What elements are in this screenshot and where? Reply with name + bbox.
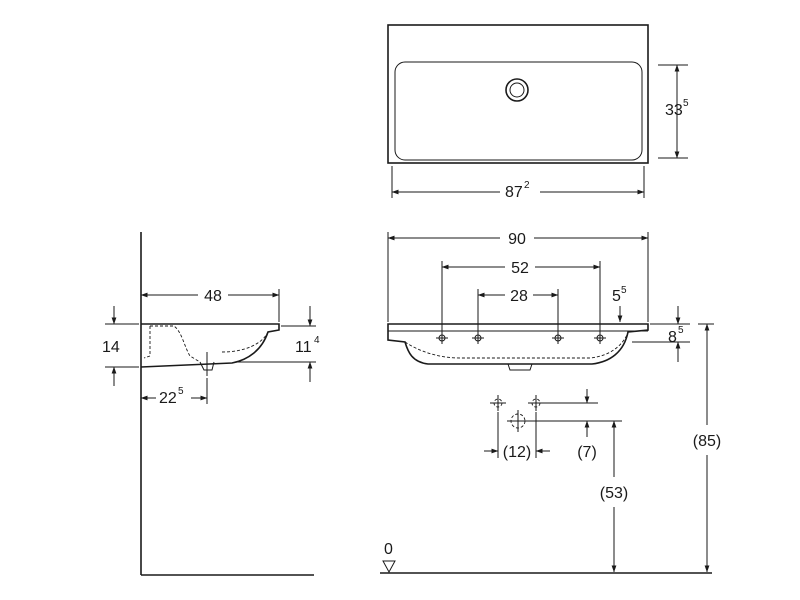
- side-bowl-depth-sup: 4: [314, 335, 320, 346]
- side-drain-offset-dimension: 22 5: [140, 378, 208, 407]
- side-drain: [199, 361, 215, 371]
- front-drain: [507, 363, 533, 371]
- basin-side-front-contour: [221, 331, 269, 353]
- front-edge-to-hole-dimension: 5 5: [612, 285, 627, 323]
- basin-top-outline: [387, 24, 649, 164]
- front-hole-spacing-inner-dimension: 28: [477, 288, 559, 332]
- top-width-dimension: 87 2: [391, 166, 645, 201]
- side-drain-offset-label: 22: [159, 390, 177, 407]
- front-hole-spacing-outer-label: 52: [511, 260, 529, 277]
- basin-side-inner-contour: [150, 325, 201, 363]
- side-total-depth-label: 14: [102, 339, 120, 356]
- top-depth-dimension: 33 5: [658, 64, 689, 159]
- front-edge-to-hole-label: 5: [612, 288, 621, 305]
- front-rim-height-label: 8: [668, 329, 677, 346]
- tap-hole-1: [436, 332, 448, 344]
- side-bowl-depth-label: 11: [295, 339, 312, 356]
- front-waste-spacing-label: (12): [503, 444, 531, 461]
- floor-level-label: 0: [384, 541, 393, 558]
- basin-inner-contour: [404, 332, 629, 359]
- side-projection-label: 48: [204, 288, 222, 305]
- top-depth-label: 33: [665, 102, 683, 119]
- basin-side-back-contour: [143, 326, 151, 359]
- top-width-sup: 2: [524, 180, 530, 191]
- side-view: 48 14 11 4 22 5: [102, 232, 320, 576]
- waste-hole-left: [490, 395, 506, 411]
- side-projection-dimension: 48: [140, 288, 280, 322]
- side-bowl-depth-dimension: 11 4: [238, 306, 320, 382]
- front-hole-spacing-outer-dimension: 52: [441, 260, 601, 332]
- front-waste-offset-label: (7): [577, 444, 597, 461]
- front-rim-height-dimension: 8 5: [632, 306, 690, 362]
- front-total-height-label: (85): [693, 433, 721, 450]
- front-waste-spacing-dimension: (12): [484, 412, 550, 461]
- side-drain-offset-sup: 5: [178, 386, 184, 397]
- side-total-depth-dimension: 14: [102, 306, 139, 386]
- basin-bowl-outline: [394, 61, 643, 161]
- front-waste-height-dimension: (53): [600, 420, 628, 573]
- front-overall-width-dimension: 90: [387, 231, 649, 322]
- top-depth-sup: 5: [683, 98, 689, 109]
- front-waste-offset-dimension: (7): [577, 389, 597, 461]
- front-hole-spacing-inner-label: 28: [510, 288, 528, 305]
- overflow-hole-outer: [505, 78, 529, 102]
- tap-hole-4: [594, 332, 606, 344]
- basin-front-outline: [387, 323, 649, 365]
- front-total-height-dimension: (85): [693, 323, 721, 573]
- waste-outlet-detail: [490, 395, 622, 432]
- top-width-label: 87: [505, 184, 523, 201]
- tap-hole-3: [552, 332, 564, 344]
- front-rim-height-sup: 5: [678, 325, 684, 336]
- overflow-hole-inner: [509, 82, 525, 98]
- floor-level-triangle: [382, 560, 396, 574]
- front-edge-to-hole-sup: 5: [621, 285, 627, 296]
- floor-level: 0: [380, 541, 712, 574]
- front-overall-width-label: 90: [508, 231, 526, 248]
- front-view: 90 52 28 5 5 8: [380, 231, 721, 574]
- tap-holes: [436, 332, 606, 344]
- top-view: 33 5 87 2: [387, 24, 689, 201]
- front-waste-height-label: (53): [600, 485, 628, 502]
- tap-hole-2: [472, 332, 484, 344]
- basin-side-outline: [140, 323, 280, 368]
